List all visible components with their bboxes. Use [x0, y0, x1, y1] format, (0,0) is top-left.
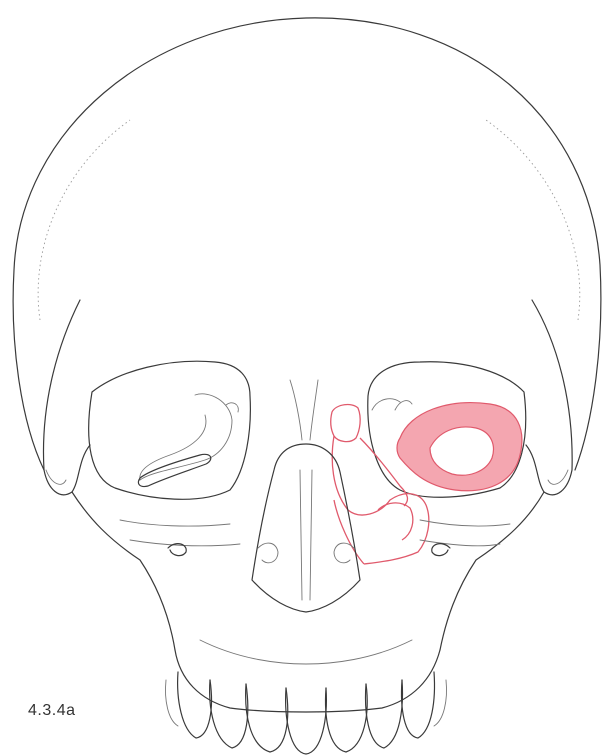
right-infraorbital-lines [420, 520, 510, 546]
figure-label: 4.3.4a [28, 702, 75, 720]
highlighted-orbital-ring [397, 403, 522, 491]
nasal-septum [300, 470, 312, 600]
left-infraorbital-lines [120, 520, 240, 546]
cranium-outline [13, 18, 601, 470]
temporal-line-left [38, 120, 130, 320]
upper-teeth [166, 672, 447, 754]
right-ear-detail [548, 470, 568, 484]
right-zygomatic [440, 492, 544, 650]
maxilla-inner [200, 640, 412, 664]
left-orbit-inner [140, 394, 232, 480]
left-orbit-outer [89, 361, 251, 499]
nasal-bridge [290, 380, 318, 440]
left-zygomatic [72, 492, 175, 650]
highlighted-fracture-fragment-upper [331, 405, 360, 442]
nasal-concha-left [258, 543, 278, 563]
left-ear-detail [46, 470, 66, 484]
maxilla-outline [175, 650, 440, 712]
left-temporal-edge [43, 300, 90, 495]
left-orbit-fissure [138, 454, 210, 486]
temporal-line-right [486, 120, 580, 320]
nasal-aperture [252, 444, 360, 612]
right-infraorbital-foramen [432, 544, 450, 556]
right-orbit-inner [372, 399, 412, 410]
highlighted-fracture-fragment-inner [378, 503, 413, 540]
right-temporal-edge [526, 300, 572, 495]
highlighted-fracture-fragment-lower [334, 438, 407, 564]
